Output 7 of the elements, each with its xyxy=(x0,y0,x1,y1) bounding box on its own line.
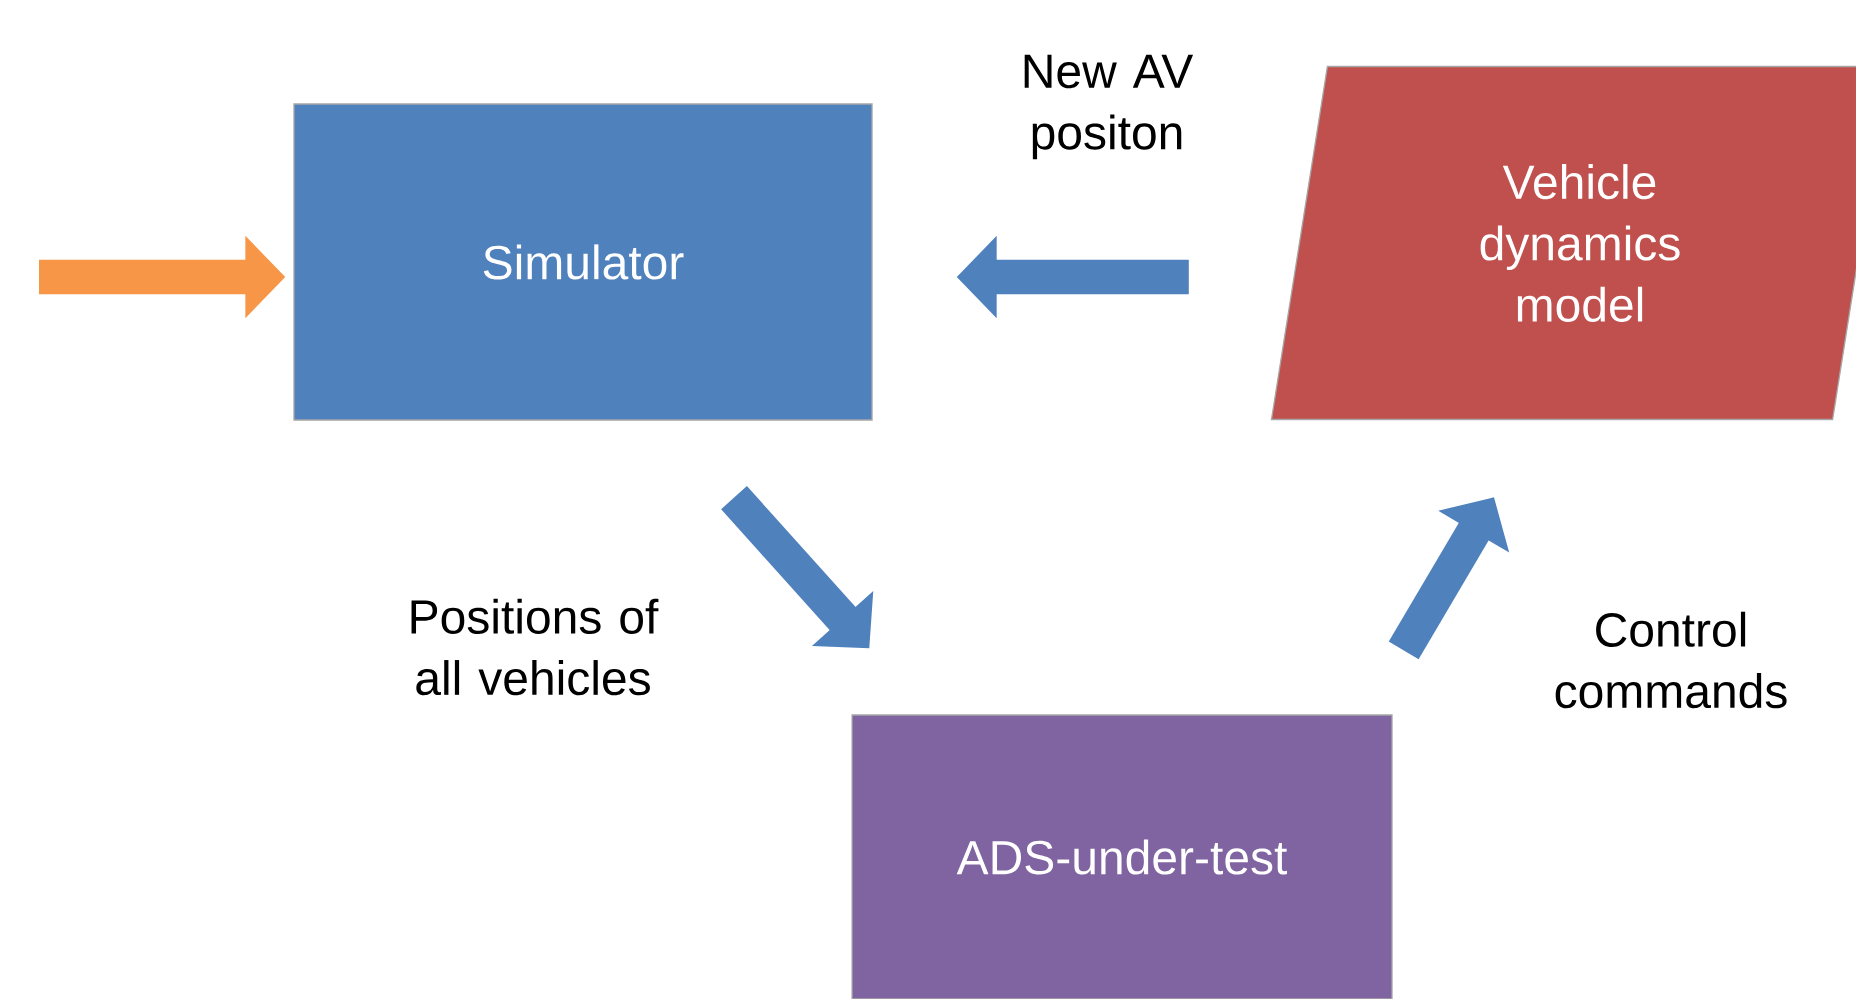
process-box: ADS-under-test xyxy=(851,714,1393,999)
block-arrow xyxy=(721,486,874,649)
edge-label: Control commands xyxy=(1555,611,1787,709)
data-parallelogram: Vehicle dynamics model xyxy=(1270,65,1856,421)
process-box: Simulator xyxy=(293,103,873,421)
edge-label: Positions of all vehicles xyxy=(411,598,659,696)
edge-label: New AV positon xyxy=(1024,54,1194,160)
